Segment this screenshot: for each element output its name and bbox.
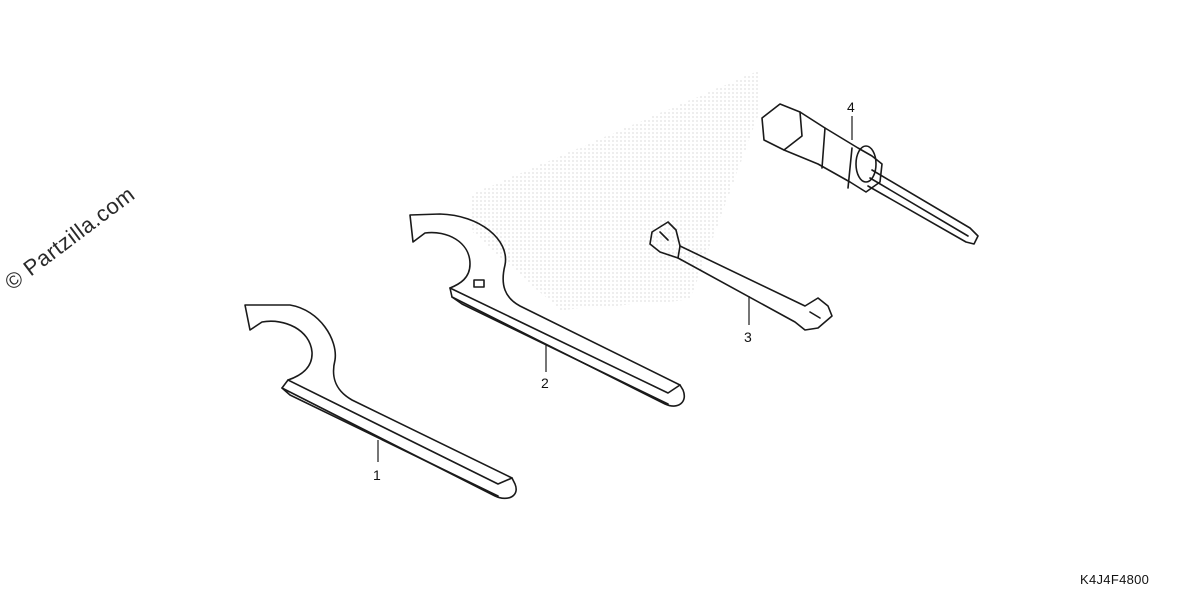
background-shading <box>470 70 760 310</box>
diagram-code: K4J4F4800 <box>1080 572 1150 587</box>
socket-wrench-4[interactable] <box>761 103 979 245</box>
part-number-1[interactable]: 1 <box>373 467 381 483</box>
hook-wrench-2[interactable] <box>409 213 685 407</box>
part-number-2[interactable]: 2 <box>541 375 549 391</box>
part-number-4[interactable]: 4 <box>847 99 855 115</box>
part-number-3[interactable]: 3 <box>744 329 752 345</box>
open-end-wrench-3[interactable] <box>649 221 833 331</box>
hook-wrench-1[interactable] <box>244 304 517 500</box>
